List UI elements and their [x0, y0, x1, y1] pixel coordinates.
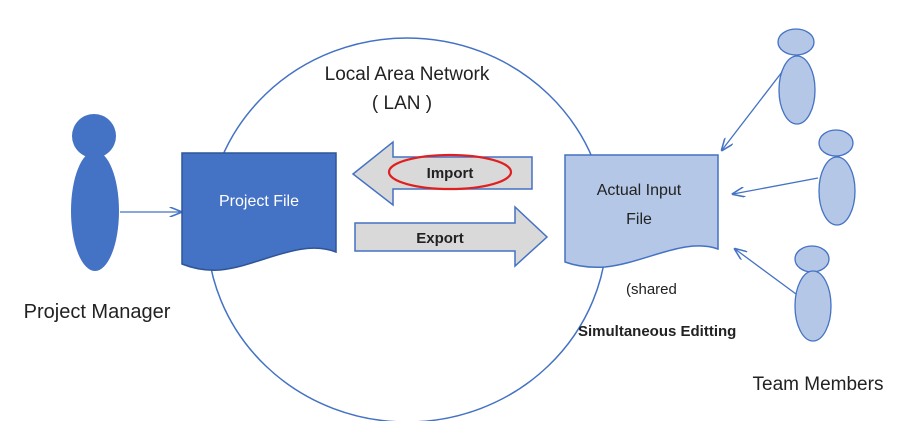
team-member-2-connector: [733, 177, 819, 194]
team-member-2-person-icon: [818, 129, 856, 226]
import-label: Import: [427, 165, 474, 182]
project-file-document-icon: [181, 152, 337, 271]
project-file-label: Project File: [219, 193, 299, 210]
export-arrow[interactable]: [354, 205, 549, 268]
export-label: Export: [416, 230, 464, 247]
input-file-document-icon: [564, 154, 719, 268]
team-members-label: Team Members: [753, 374, 884, 395]
input-file-label-line1: Actual Input: [597, 182, 682, 199]
team-member-3-connector: [735, 249, 797, 295]
team-member-1-person-icon: [777, 28, 816, 125]
shared-note-line2: Simultaneous Editting: [578, 323, 736, 340]
project-manager-label: Project Manager: [24, 301, 171, 323]
shared-note-line1: (shared: [626, 281, 677, 298]
lan-subtitle: ( LAN ): [372, 93, 432, 114]
lan-title: Local Area Network: [325, 64, 490, 85]
team-member-3-person-icon: [794, 245, 832, 342]
import-highlight-ring: [387, 153, 513, 191]
input-file-label-line2: File: [626, 211, 652, 228]
project-manager-person-icon: [71, 114, 119, 271]
team-member-1-connector: [722, 71, 783, 150]
